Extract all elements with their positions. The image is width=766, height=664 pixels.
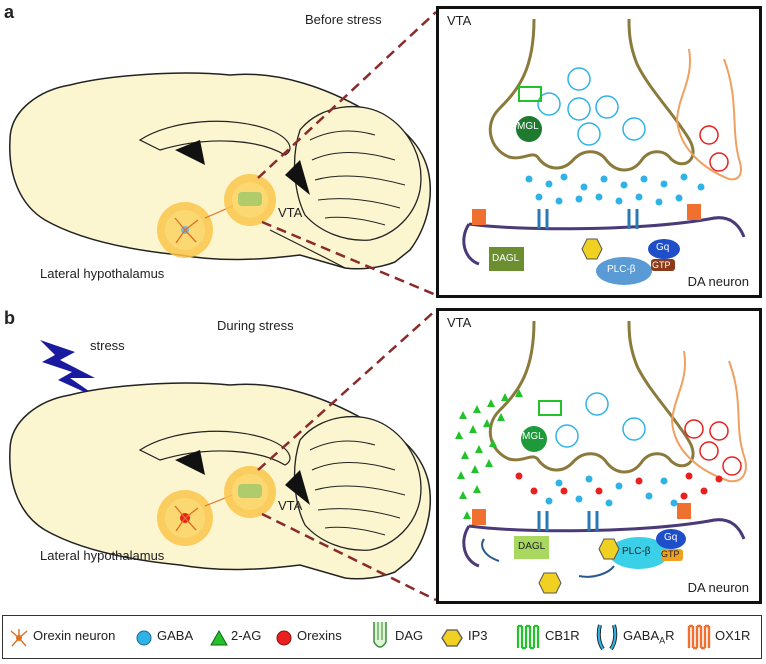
legend-gabaar-sub: A [659,635,666,646]
legend-orexins: Orexins [297,628,342,643]
panel-a-gtp: GTP [652,260,671,270]
legend-ip3: IP3 [468,628,488,643]
panel-b-dagl: DAGL [518,541,546,552]
panel-a-gq: Gq [656,242,670,253]
panel-b-inset-title: VTA [447,315,472,330]
orexin-neuron-icon [10,629,28,647]
panel-b-gtp: GTP [661,549,680,559]
panel-a-synapse [462,18,746,285]
legend: Orexin neuron GABA 2-AG Orexins DAG IP3 … [2,615,762,659]
panel-a-plc: PLC-β [607,264,636,275]
legend-gabaar: GABAAR [623,628,675,646]
panel-a-neuron-label: DA neuron [687,274,749,289]
panel-b-lh-label: Lateral hypothalamus [40,548,165,563]
ip3-icon [441,629,463,647]
panel-a-phase-label: Before stress [305,12,382,27]
panel-b-gq: Gq [664,532,678,543]
orexins-icon [276,630,292,646]
2ag-icon [210,629,228,646]
legend-orexin-neuron: Orexin neuron [33,628,116,643]
panel-b-neuron-label: DA neuron [687,580,749,595]
panel-b-letter: b [4,308,15,328]
dag-icon [373,622,387,648]
panel-b-mgl: MGL [522,431,544,442]
panel-b-phase-label: During stress [217,318,294,333]
panel-b-synapse [455,320,747,594]
cb1r-icon [516,624,540,650]
panel-a-lh-label: Lateral hypothalamus [40,266,165,281]
panel-b-vta-label: VTA [278,498,303,513]
panel-b-stress-label: stress [90,338,125,353]
lightning-bolt-icon [40,340,102,400]
gaba-icon [136,630,152,646]
panel-a-dagl: DAGL [492,253,520,264]
panel-b-inset: VTA DA neuron [436,308,762,604]
panel-a-mgl: MGL [517,121,539,132]
legend-ox1r: OX1R [715,628,751,643]
legend-dag: DAG [395,628,424,643]
panel-a-letter: a [4,2,15,22]
panel-a-brain [9,11,437,297]
legend-2ag: 2-AG [231,628,262,643]
legend-cb1r: CB1R [545,628,580,643]
ox1r-icon [687,624,711,650]
legend-gabaar-suffix: R [665,628,675,643]
panel-a-inset-title: VTA [447,13,472,28]
panel-b-brain [9,309,437,602]
panel-b-plc: PLC-β [622,546,651,557]
panel-a-inset: VTA DA neuron [436,6,762,298]
legend-gabaar-label: GABA [623,628,660,643]
gabaar-icon [596,624,618,651]
panel-a-vta-label: VTA [278,205,303,220]
legend-gaba: GABA [157,628,194,643]
